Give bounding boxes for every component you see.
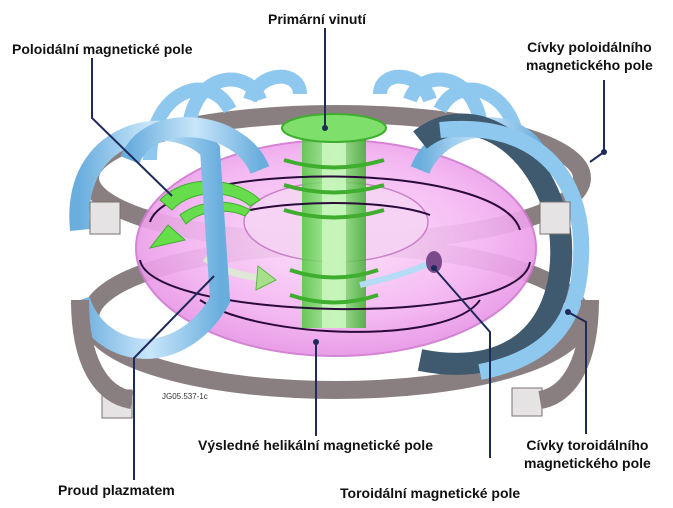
poloidal-coils-label: Cívky poloidálního magnetického pole	[526, 38, 653, 74]
poloidal-coils-label-line2: magnetického pole	[526, 56, 653, 74]
toroidal-field-label: Toroidální magnetické pole	[340, 484, 520, 502]
helical-field-label: Výsledné helikální magnetické pole	[198, 436, 433, 454]
toroidal-coils-label-line2: magnetického pole	[524, 454, 651, 472]
leader-poloidal-coils	[590, 80, 604, 162]
poloidal-field-label: Poloidální magnetické pole	[12, 40, 192, 58]
toroidal-coils-label-line1: Cívky toroidálního	[524, 436, 651, 454]
poloidal-coils-label-line1: Cívky poloidálního	[526, 38, 653, 56]
toroidal-coils-label: Cívky toroidálního magnetického pole	[524, 436, 651, 472]
plasma-current-label: Proud plazmatem	[58, 481, 175, 499]
figure-code: JG05.537-1c	[162, 392, 208, 401]
primary-winding-label: Primární vinutí	[268, 10, 366, 28]
